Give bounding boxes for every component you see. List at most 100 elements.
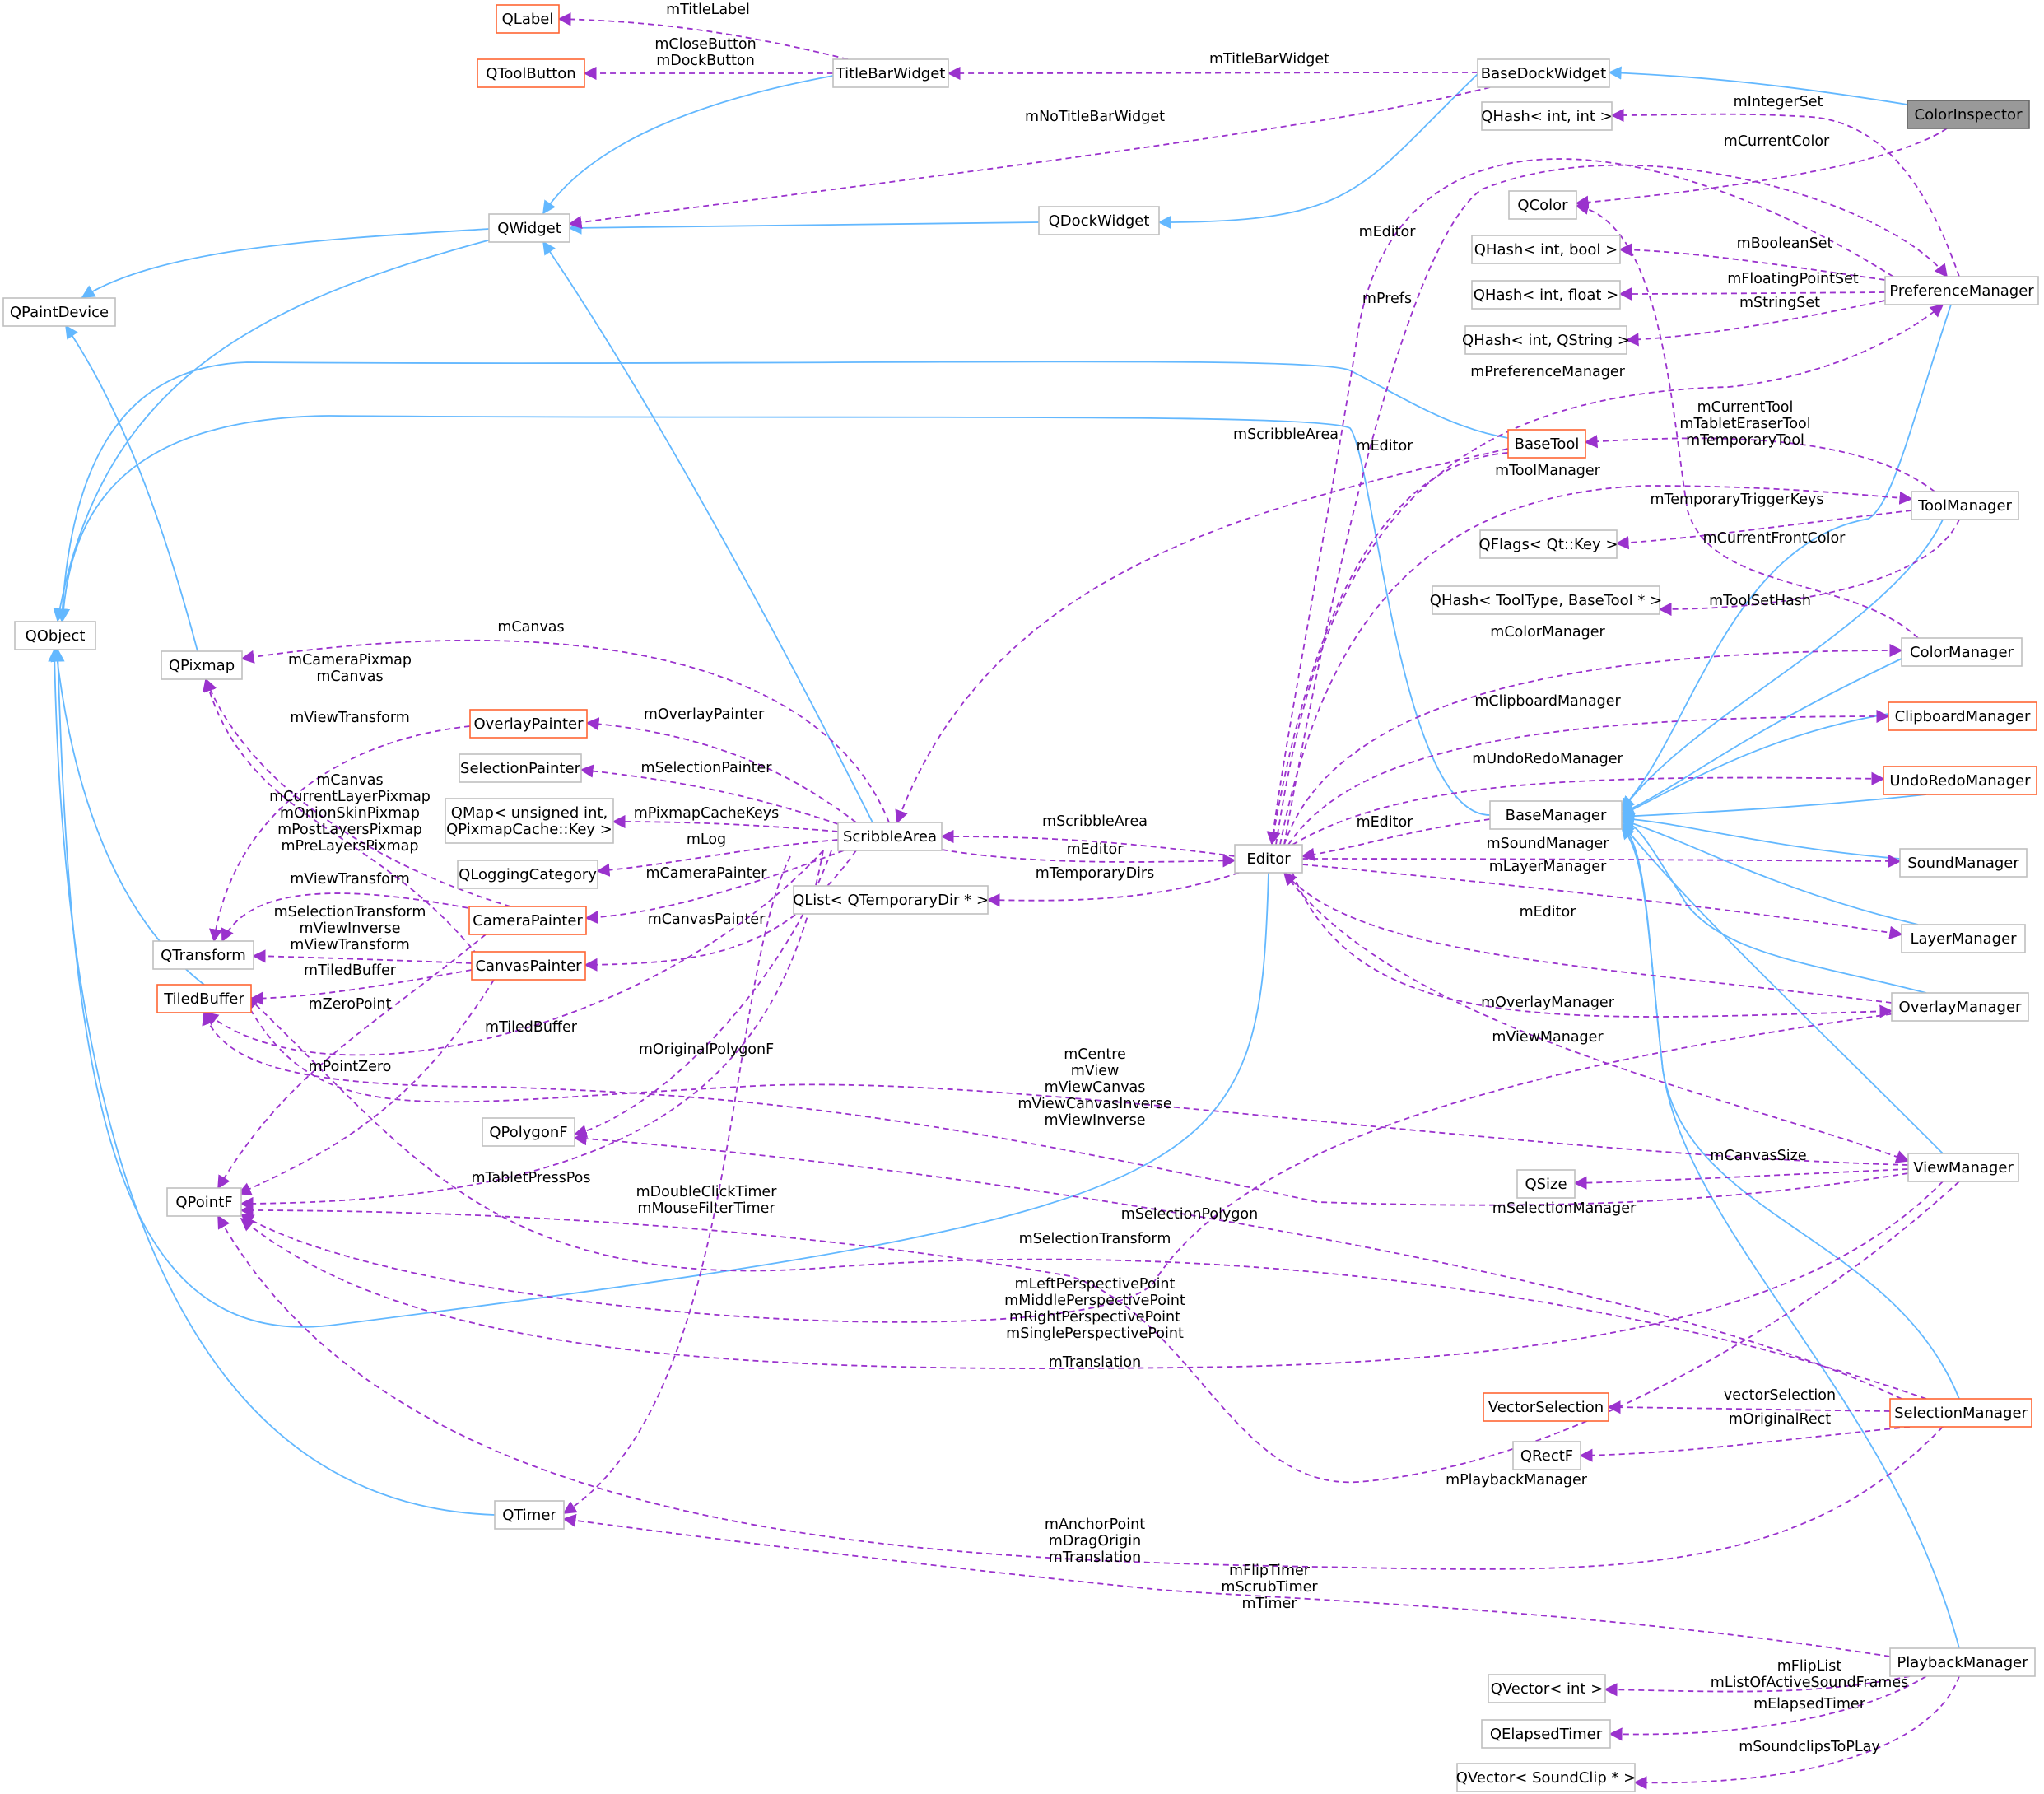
usage-edge-PreferenceManager-to-QHashIntBool xyxy=(1618,243,1886,281)
class-node-QTimer[interactable]: QTimer xyxy=(494,1500,565,1530)
class-node-QTransform[interactable]: QTransform xyxy=(152,940,254,970)
class-node-BaseDockWidget[interactable]: BaseDockWidget xyxy=(1477,58,1610,88)
edge-path xyxy=(1620,794,1927,823)
usage-edge-CameraPainter-to-QTransform xyxy=(221,892,478,943)
class-node-QListTempDir[interactable]: QList< QTemporaryDir * > xyxy=(793,885,989,915)
class-node-ClipboardManager[interactable]: ClipboardManager xyxy=(1888,701,2037,731)
inheritance-edge-QTimer-to-QObject xyxy=(48,648,496,1516)
edge-label-selectionpainter: mSelectionPainter xyxy=(641,760,773,776)
usage-edge-ToolManager-to-BaseTool xyxy=(1584,435,1935,492)
node-box xyxy=(161,650,243,680)
node-label-line: QRectF xyxy=(1520,1447,1573,1465)
node-box xyxy=(2,297,116,327)
node-label-line: ColorInspector xyxy=(1915,106,2023,123)
edge-label-line: mDockButton xyxy=(656,53,755,69)
class-node-QVectorSoundClip[interactable]: QVector< SoundClip * > xyxy=(1456,1763,1637,1792)
class-node-QElapsedTimer[interactable]: QElapsedTimer xyxy=(1481,1719,1611,1749)
node-label: QDockWidget xyxy=(1049,212,1150,230)
node-label: BaseDockWidget xyxy=(1481,65,1606,82)
class-node-QFlags[interactable]: QFlags< Qt::Key > xyxy=(1479,529,1618,559)
node-label-line: SoundManager xyxy=(1907,855,2019,872)
edge-label-translation: mTranslation xyxy=(1049,1354,1141,1371)
edge-path xyxy=(55,361,1509,622)
class-node-QLoggingCategory[interactable]: QLoggingCategory xyxy=(457,860,598,889)
class-node-QHashIntInt[interactable]: QHash< int, int > xyxy=(1481,101,1613,131)
class-node-QPolygonF[interactable]: QPolygonF xyxy=(482,1117,575,1147)
class-node-ToolManager[interactable]: ToolManager xyxy=(1911,491,2019,520)
usage-edge-OverlayManager-to-QPointF xyxy=(240,1012,1902,1323)
class-node-OverlayManager[interactable]: OverlayManager xyxy=(1891,992,2029,1022)
class-node-CanvasPainter[interactable]: CanvasPainter xyxy=(471,951,586,981)
class-node-CameraPainter[interactable]: CameraPainter xyxy=(468,906,587,935)
usage-edge-BaseDockWidget-to-TitleBarWidget xyxy=(947,66,1478,81)
class-node-QHashIntBool[interactable]: QHash< int, bool > xyxy=(1471,235,1621,264)
node-label-line: QHash< int, float > xyxy=(1474,287,1618,304)
class-node-QWidget[interactable]: QWidget xyxy=(488,213,570,243)
usage-edge-ScribbleArea-to-QPointF xyxy=(240,850,824,1211)
edge-label-editor-tool: mEditor xyxy=(1357,438,1414,454)
usage-edge-Editor-to-ToolManager xyxy=(1279,485,1913,846)
edge-path xyxy=(249,969,473,1005)
edge-path xyxy=(48,648,496,1516)
node-label-line: SelectionPainter xyxy=(460,760,581,777)
class-node-ScribbleArea[interactable]: ScribbleArea xyxy=(837,822,943,851)
edge-label-line: mTabletPressPos xyxy=(472,1170,591,1186)
class-node-OverlayPainter[interactable]: OverlayPainter xyxy=(469,709,588,739)
edge-label-line: mSoundclipsToPLay xyxy=(1739,1739,1880,1755)
node-label-line: UndoRedoManager xyxy=(1889,772,2031,790)
class-node-SoundManager[interactable]: SoundManager xyxy=(1899,848,2028,878)
class-node-QPixmap[interactable]: QPixmap xyxy=(161,650,243,680)
class-node-ColorManager[interactable]: ColorManager xyxy=(1901,637,2023,667)
class-node-BaseManager[interactable]: BaseManager xyxy=(1489,800,1623,830)
class-node-QDockWidget[interactable]: QDockWidget xyxy=(1038,206,1160,235)
class-node-UndoRedoManager[interactable]: UndoRedoManager xyxy=(1883,766,2037,795)
class-node-QHashIntQString[interactable]: QHash< int, QString > xyxy=(1462,325,1630,355)
class-node-QPaintDevice[interactable]: QPaintDevice xyxy=(2,297,116,327)
usage-edge-Editor-to-SoundManager xyxy=(1301,854,1902,869)
node-label: QHash< int, QString > xyxy=(1462,332,1630,349)
class-node-QPointF[interactable]: QPointF xyxy=(166,1187,242,1217)
class-node-QObject[interactable]: QObject xyxy=(14,621,96,650)
class-node-LayerManager[interactable]: LayerManager xyxy=(1901,924,2026,953)
edge-path xyxy=(51,648,1269,1328)
class-node-QSize[interactable]: QSize xyxy=(1516,1169,1576,1199)
usage-edge-OverlayPainter-to-QTransform xyxy=(209,725,471,943)
class-node-QHashIntFloat[interactable]: QHash< int, float > xyxy=(1471,280,1621,310)
usage-edge-ViewManager-to-QPointF xyxy=(240,1181,1944,1370)
class-node-ViewManager[interactable]: ViewManager xyxy=(1907,1153,2019,1182)
usage-edge-Editor-to-LayerManager xyxy=(1301,864,1903,939)
usage-edge-TitleBarWidget-to-QLabel xyxy=(557,12,849,60)
edge-path xyxy=(580,764,849,828)
class-node-QHashToolType[interactable]: QHash< ToolType, BaseTool * > xyxy=(1430,585,1662,615)
class-node-TiledBuffer[interactable]: TiledBuffer xyxy=(156,984,252,1013)
class-node-SelectionPainter[interactable]: SelectionPainter xyxy=(459,753,582,783)
class-node-BaseTool[interactable]: BaseTool xyxy=(1507,429,1586,459)
node-label-line: LayerManager xyxy=(1910,930,2017,948)
class-node-QColor[interactable]: QColor xyxy=(1508,190,1577,220)
edge-path xyxy=(240,1181,1944,1370)
class-node-QLabel[interactable]: QLabel xyxy=(496,4,560,34)
edge-label-notitlebar: mNoTitleBarWidget xyxy=(1025,109,1165,125)
node-label: ScribbleArea xyxy=(843,828,937,846)
class-node-SelectionManager[interactable]: SelectionManager xyxy=(1889,1398,2032,1428)
class-node-VectorSelection[interactable]: VectorSelection xyxy=(1483,1392,1609,1422)
class-node-PlaybackManager[interactable]: PlaybackManager xyxy=(1889,1647,2036,1677)
edge-label-line: mSelectionTransform xyxy=(274,904,426,920)
usage-edge-ToolManager-to-QFlags xyxy=(1615,510,1912,550)
class-node-QVectorInt[interactable]: QVector< int > xyxy=(1488,1674,1606,1703)
edge-path xyxy=(1610,108,1960,277)
node-label: OverlayPainter xyxy=(474,715,584,733)
class-node-TitleBarWidget[interactable]: TitleBarWidget xyxy=(832,58,949,88)
edge-path xyxy=(1620,712,1894,816)
class-node-Editor[interactable]: Editor xyxy=(1234,844,1303,874)
node-box xyxy=(1899,848,2028,878)
class-node-QToolButton[interactable]: QToolButton xyxy=(477,58,585,88)
class-node-QMapPixmap[interactable]: QMap< unsigned int,QPixmapCache::Key > xyxy=(445,798,614,844)
node-label-line: QDockWidget xyxy=(1049,212,1150,230)
class-node-QRectF[interactable]: QRectF xyxy=(1512,1441,1581,1470)
class-node-PreferenceManager[interactable]: PreferenceManager xyxy=(1884,276,2039,305)
edge-label-selectionpolygon: mSelectionPolygon xyxy=(1121,1206,1258,1223)
usage-edge-Editor-to-ColorManager xyxy=(1283,643,1903,846)
